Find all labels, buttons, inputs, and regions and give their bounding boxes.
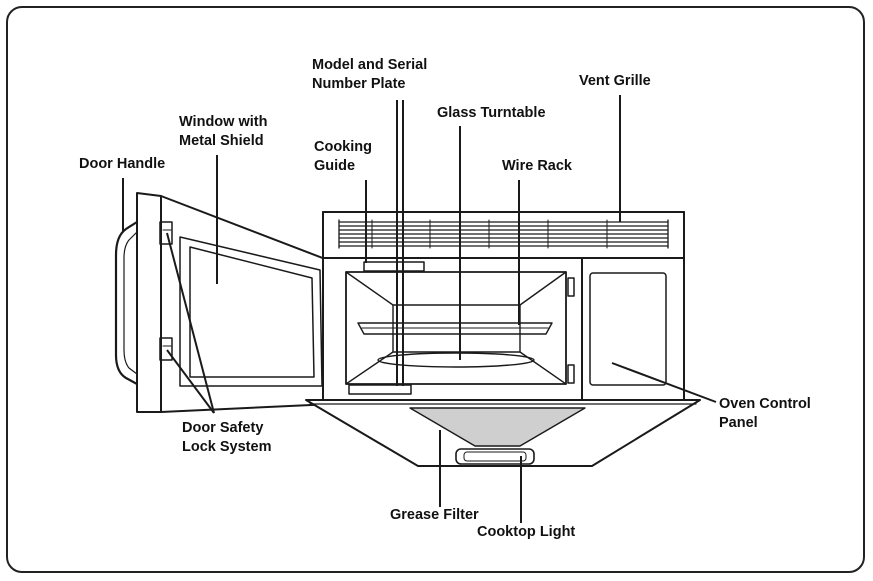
wire-rack: [357, 322, 553, 335]
microwave-bottom: [305, 399, 701, 467]
label-door-safety-line2: Lock System: [182, 439, 272, 455]
label-door-safety-line1: Door Safety: [182, 420, 264, 436]
label-cooking-guide: Cooking Guide: [314, 138, 372, 176]
label-model-serial-line2: Number Plate: [312, 76, 406, 92]
label-glass-turntable: Glass Turntable: [437, 105, 546, 121]
glass-turntable: [377, 352, 535, 368]
cooktop-light: [455, 448, 535, 465]
leader-safety-lower: [166, 349, 215, 414]
microwave-door: [114, 192, 335, 413]
leader-lines: [122, 95, 717, 523]
label-door-handle: Door Handle: [79, 156, 166, 172]
label-cooking-guide-line1: Cooking: [314, 139, 372, 155]
leader-control-panel: [611, 362, 717, 403]
label-window-line2: Metal Shield: [179, 133, 264, 149]
upper-door-latch: [159, 221, 173, 245]
label-control-panel-line1: Oven Control: [719, 396, 811, 412]
label-model-serial: Model and Serial Number Plate: [312, 56, 427, 94]
oven-cavity: [345, 271, 567, 385]
microwave-body: [322, 211, 685, 401]
grease-filter: [409, 407, 586, 447]
door-handle: [114, 220, 139, 386]
leader-safety-upper: [166, 232, 215, 414]
label-grease-filter: Grease Filter: [390, 507, 479, 523]
label-window-line1: Window with: [179, 114, 268, 130]
lower-door-latch: [159, 337, 173, 361]
cooking-guide: [363, 261, 425, 272]
door-window: [189, 246, 315, 378]
vent-grille: [338, 219, 669, 249]
label-control-panel-line2: Panel: [719, 415, 758, 431]
label-window-shield: Window with Metal Shield: [179, 113, 267, 151]
label-door-safety-lock: Door Safety Lock System: [182, 419, 271, 457]
label-oven-control-panel: Oven Control Panel: [719, 395, 811, 433]
model-serial-plate: [348, 384, 412, 395]
label-wire-rack: Wire Rack: [502, 158, 572, 174]
label-vent-grille: Vent Grille: [579, 73, 651, 89]
oven-control-panel: [589, 272, 667, 386]
label-cooking-guide-line2: Guide: [314, 158, 356, 174]
label-model-serial-line1: Model and Serial: [312, 57, 428, 73]
label-cooktop-light: Cooktop Light: [477, 524, 576, 540]
